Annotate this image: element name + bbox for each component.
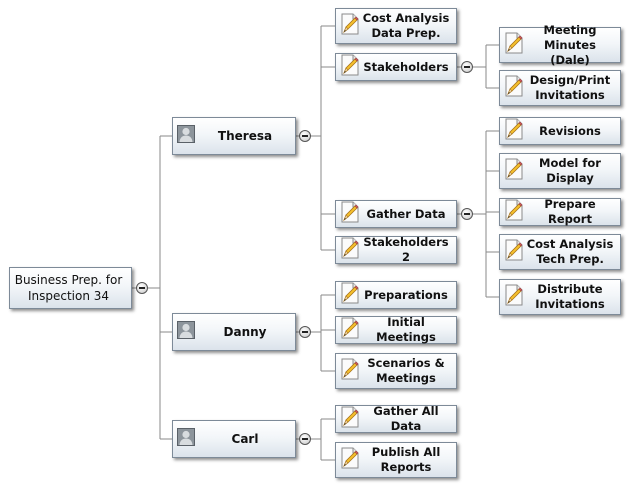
- task-pencil-icon: [340, 406, 360, 432]
- person-node-carl[interactable]: Carl: [172, 420, 296, 458]
- person-icon: [177, 428, 195, 450]
- task-pencil-icon: [340, 317, 360, 343]
- person-node-danny-label: Danny: [223, 324, 267, 339]
- task-pencil-icon: [504, 158, 524, 184]
- task-node-prepare-report-label: Prepare Report: [544, 197, 596, 226]
- person-node-theresa-label: Theresa: [217, 128, 273, 143]
- task-node-revisions[interactable]: Revisions: [499, 117, 621, 145]
- task-node-gather-all-data-label: Gather All Data: [373, 404, 439, 433]
- task-node-stakeholders-2[interactable]: Stakeholders 2: [335, 235, 457, 264]
- task-node-stakeholders-2-label: Stakeholders 2: [363, 235, 449, 264]
- task-pencil-icon: [504, 32, 524, 58]
- task-pencil-icon: [340, 13, 360, 39]
- task-node-design-print-invitations-label: Design/Print Invitations: [529, 73, 611, 102]
- task-node-initial-meetings[interactable]: Initial Meetings: [335, 315, 457, 344]
- task-pencil-icon: [340, 201, 360, 227]
- collapse-minus-icon: [302, 438, 308, 440]
- task-node-cost-analysis-tech-prep-label: Cost Analysis Tech Prep.: [526, 237, 614, 266]
- task-node-gather-data[interactable]: Gather Data: [335, 200, 457, 228]
- task-node-model-for-display-label: Model for Display: [539, 156, 601, 185]
- task-node-distribute-invitations-label: Distribute Invitations: [535, 282, 605, 311]
- task-pencil-icon: [504, 284, 524, 310]
- task-pencil-icon: [504, 239, 524, 265]
- task-node-gather-all-data[interactable]: Gather All Data: [335, 404, 457, 433]
- task-node-cost-analysis-data-prep-label: Cost Analysis Data Prep.: [362, 11, 450, 40]
- task-node-stakeholders[interactable]: Stakeholders: [335, 53, 457, 81]
- root-node-label: Business Prep. for Inspection 34: [14, 273, 123, 303]
- task-pencil-icon: [340, 358, 360, 384]
- root-node[interactable]: Business Prep. for Inspection 34: [9, 267, 132, 309]
- person-icon: [177, 321, 195, 343]
- task-node-meeting-minutes-dale-label: Meeting Minutes (Dale): [543, 22, 597, 67]
- task-node-cost-analysis-tech-prep[interactable]: Cost Analysis Tech Prep.: [499, 234, 621, 270]
- task-node-meeting-minutes-dale[interactable]: Meeting Minutes (Dale): [499, 23, 621, 67]
- collapse-minus-icon: [302, 135, 308, 137]
- collapse-minus-icon: [139, 287, 145, 289]
- task-node-revisions-label: Revisions: [539, 123, 601, 138]
- collapse-toggle-theresa[interactable]: [299, 130, 311, 142]
- task-pencil-icon: [340, 237, 360, 263]
- task-node-scenarios-meetings-label: Scenarios & Meetings: [367, 356, 445, 385]
- task-node-preparations[interactable]: Preparations: [335, 281, 457, 309]
- task-node-prepare-report[interactable]: Prepare Report: [499, 197, 621, 226]
- person-node-danny[interactable]: Danny: [172, 313, 296, 351]
- collapse-toggle-carl[interactable]: [299, 433, 311, 445]
- task-pencil-icon: [504, 118, 524, 144]
- task-pencil-icon: [340, 282, 360, 308]
- task-node-model-for-display[interactable]: Model for Display: [499, 153, 621, 189]
- person-node-theresa[interactable]: Theresa: [172, 117, 296, 155]
- person-icon: [177, 125, 195, 147]
- task-pencil-icon: [504, 75, 524, 101]
- task-pencil-icon: [340, 447, 360, 473]
- task-node-cost-analysis-data-prep[interactable]: Cost Analysis Data Prep.: [335, 8, 457, 44]
- task-node-scenarios-meetings[interactable]: Scenarios & Meetings: [335, 353, 457, 389]
- collapse-minus-icon: [464, 213, 470, 215]
- collapse-toggle-stake[interactable]: [461, 61, 473, 73]
- task-node-publish-all-reports[interactable]: Publish All Reports: [335, 442, 457, 478]
- collapse-minus-icon: [464, 66, 470, 68]
- task-node-stakeholders-label: Stakeholders: [363, 59, 449, 74]
- collapse-toggle-danny[interactable]: [299, 326, 311, 338]
- task-node-distribute-invitations[interactable]: Distribute Invitations: [499, 279, 621, 315]
- collapse-minus-icon: [302, 331, 308, 333]
- collapse-toggle-gather[interactable]: [461, 208, 473, 220]
- task-node-preparations-label: Preparations: [364, 287, 448, 302]
- task-node-design-print-invitations[interactable]: Design/Print Invitations: [499, 70, 621, 106]
- task-node-publish-all-reports-label: Publish All Reports: [371, 445, 441, 474]
- task-pencil-icon: [340, 54, 360, 80]
- task-node-initial-meetings-label: Initial Meetings: [376, 315, 436, 344]
- person-node-carl-label: Carl: [231, 431, 259, 446]
- task-node-gather-data-label: Gather Data: [366, 206, 446, 221]
- collapse-toggle-root[interactable]: [136, 282, 148, 294]
- task-pencil-icon: [504, 199, 524, 225]
